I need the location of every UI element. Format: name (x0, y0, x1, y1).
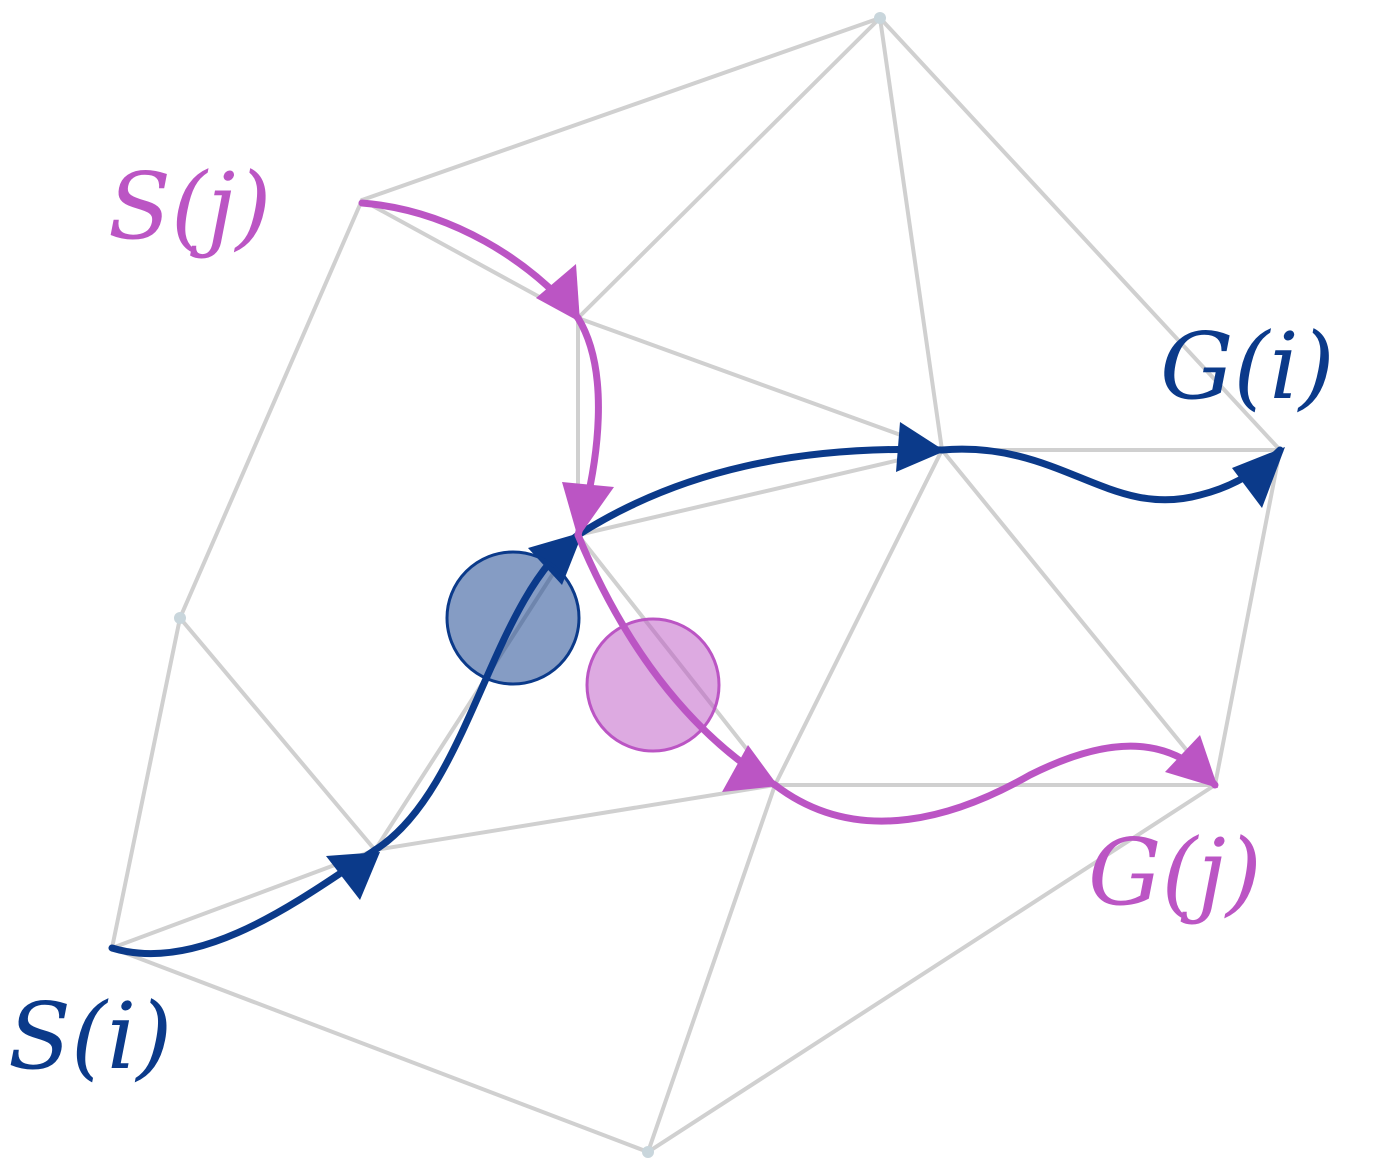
mesh-edge (576, 316, 944, 452)
roadmap-mesh (110, 16, 1282, 1154)
arrowhead-icon (528, 532, 583, 585)
mesh-edge (178, 616, 377, 852)
label-goal-j: G(j) (1088, 819, 1262, 926)
mesh-edge (646, 783, 777, 1154)
arrowhead-icon (896, 422, 945, 472)
mesh-edge (110, 946, 650, 1154)
arrowhead-icon (1232, 447, 1285, 508)
arrowhead-icon (326, 852, 380, 900)
arrowhead-icon (536, 264, 580, 322)
label-start-i: S(i) (8, 983, 172, 1090)
mesh-edge (576, 16, 882, 320)
mesh-edge (1213, 448, 1282, 787)
mesh-edge (576, 448, 944, 537)
mesh-edge (110, 848, 377, 950)
arrowhead-icon (562, 482, 614, 538)
agent-j-body (585, 617, 721, 753)
label-start-j: S(j) (108, 153, 271, 260)
path-i-segment-4 (938, 445, 1284, 504)
mesh-edge (360, 16, 882, 202)
mesh-edge (878, 16, 1282, 452)
arrowhead-icon (1165, 735, 1218, 788)
label-goal-i: G(i) (1160, 313, 1335, 420)
vertex (642, 1146, 654, 1158)
path-i-segment-3 (574, 445, 946, 539)
vertex (874, 12, 886, 24)
mesh-edge (646, 783, 1217, 1154)
roadmap-vertices (174, 12, 886, 1158)
agent-i-body (445, 550, 581, 686)
mesh-edge (773, 448, 944, 787)
arrowhead-icon (722, 745, 778, 792)
mesh-edge (373, 783, 777, 852)
path-j-segment-4 (771, 742, 1219, 825)
mesh-edge (940, 448, 1217, 787)
vertex (174, 612, 186, 624)
path-agent-i (108, 422, 1285, 958)
mesh-edge (110, 616, 182, 950)
mesh-edge (178, 198, 364, 620)
path-agent-j (358, 199, 1219, 825)
mesh-edge (878, 16, 944, 452)
